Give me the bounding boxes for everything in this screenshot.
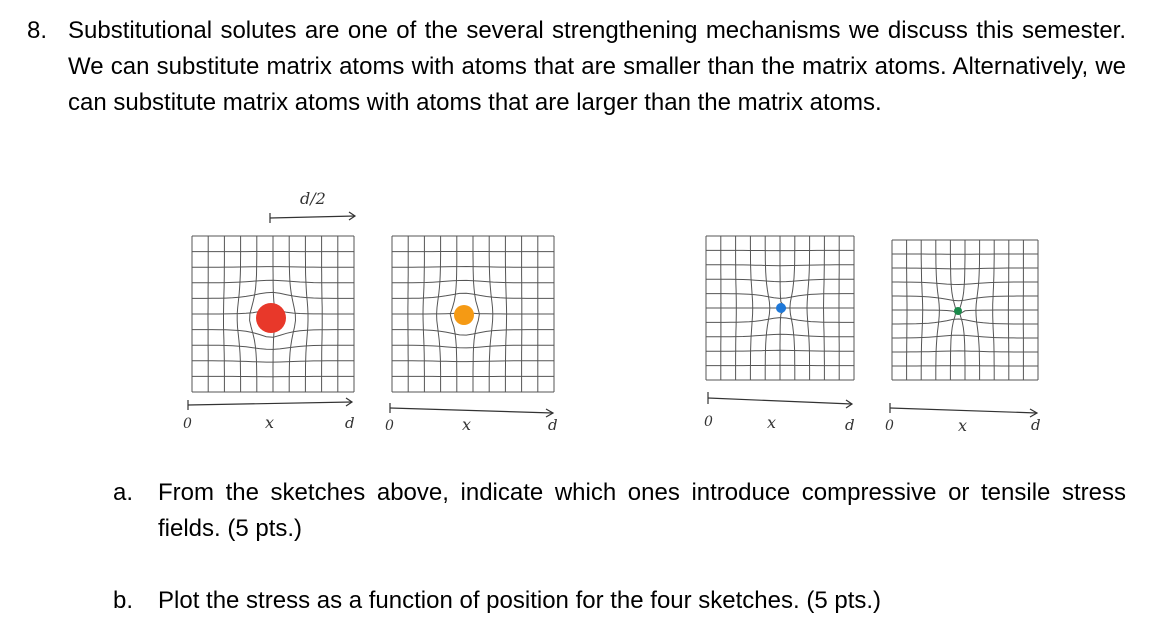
grid-line xyxy=(249,236,258,392)
axis-1 xyxy=(187,397,354,410)
axis-1-x: x xyxy=(265,413,274,432)
half-spacing-label: d/2 xyxy=(300,189,326,208)
part-b-marker: b. xyxy=(113,587,134,614)
grid-line xyxy=(892,281,1038,286)
part-a-text: From the sketches above, indicate which … xyxy=(158,479,1126,542)
axis-1-origin: 0 xyxy=(183,416,192,432)
axis-4-d: d xyxy=(1031,416,1041,434)
grid-line xyxy=(392,279,554,284)
grid-line xyxy=(892,295,1038,302)
grid-line xyxy=(892,267,1038,270)
axis-2-d: d xyxy=(548,416,558,434)
axis-4 xyxy=(889,403,1039,418)
axis-3 xyxy=(707,392,854,409)
axis-4-origin: 0 xyxy=(885,418,894,434)
grid-line xyxy=(192,360,354,363)
grid-line xyxy=(392,292,554,299)
large-atom-red xyxy=(256,303,286,333)
axis-3-x: x xyxy=(767,413,776,432)
grid-line xyxy=(392,265,554,268)
grid-line xyxy=(392,360,554,363)
grid-line xyxy=(192,329,354,338)
small-atom-green xyxy=(954,307,962,315)
grid-line xyxy=(192,279,354,284)
grid-line xyxy=(192,344,354,350)
axis-2-origin: 0 xyxy=(385,418,394,434)
axis-4-x: x xyxy=(958,416,967,435)
small-atom-blue xyxy=(776,303,786,313)
grid-line xyxy=(892,334,1038,339)
question-text: Substitutional solutes are one of the se… xyxy=(68,17,1126,116)
grid-line xyxy=(706,264,854,267)
lattice-grid-1 xyxy=(191,235,355,393)
axis-3-origin: 0 xyxy=(704,414,713,430)
grid-line xyxy=(706,333,854,338)
question-number: 8. xyxy=(27,17,48,44)
sketch-1-annotation xyxy=(269,211,357,223)
grid-line xyxy=(892,318,1038,325)
grid-line xyxy=(706,293,854,299)
grid-line xyxy=(706,349,854,352)
axis-1-d: d xyxy=(345,414,355,432)
axis-2-x: x xyxy=(462,415,471,434)
grid-line xyxy=(892,350,1038,353)
grid-line xyxy=(706,278,854,283)
part-b-text: Plot the stress as a function of positio… xyxy=(158,587,882,614)
axis-2 xyxy=(389,403,555,418)
grid-line xyxy=(706,317,854,323)
lattice-grid-2 xyxy=(391,235,555,393)
grid-line xyxy=(892,309,1038,315)
grid-line xyxy=(392,344,554,349)
grid-line xyxy=(288,236,297,392)
grid-line xyxy=(192,266,354,268)
axis-3-d: d xyxy=(845,416,855,434)
lattice-grid-4 xyxy=(891,239,1039,381)
large-atom-orange xyxy=(454,305,474,325)
grid-line xyxy=(192,291,354,299)
grid-line xyxy=(392,329,554,336)
part-a-marker: a. xyxy=(113,479,134,506)
